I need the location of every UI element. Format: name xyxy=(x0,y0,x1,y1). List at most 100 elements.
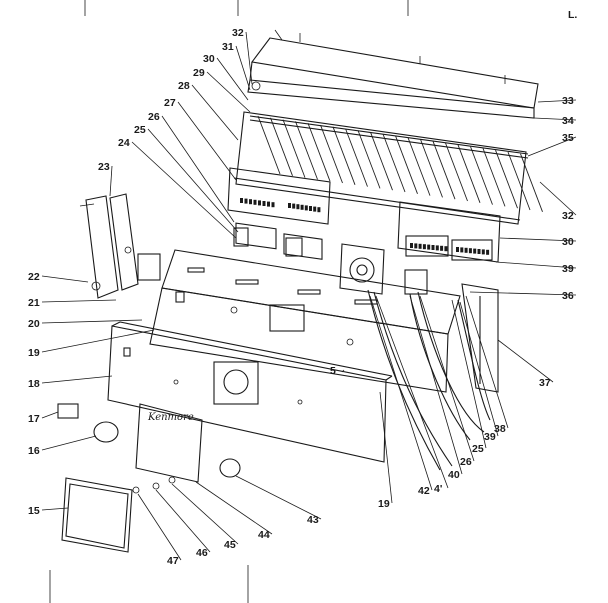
connector-pin xyxy=(292,203,296,209)
leader-line-c34 xyxy=(533,117,577,121)
control-panel xyxy=(107,321,393,463)
leader-line-c22 xyxy=(41,275,89,283)
callout-c19a: 19 xyxy=(28,347,40,359)
leader-line-c5 xyxy=(341,369,345,373)
leader-line-c39a xyxy=(495,261,577,269)
callout-c30b: 30 xyxy=(562,236,574,248)
leader-line-c15 xyxy=(41,507,69,511)
connector-pin xyxy=(481,249,485,255)
hatch-line xyxy=(420,139,443,198)
leader-line-c20 xyxy=(41,319,143,324)
callout-c15: 15 xyxy=(28,505,40,517)
callout-c32a: 32 xyxy=(232,27,244,39)
hatch-line xyxy=(482,148,506,207)
callout-c38: 38 xyxy=(494,423,506,435)
connector-pin xyxy=(456,247,459,252)
connector-pin xyxy=(258,200,261,206)
connector-pin xyxy=(288,203,291,208)
connector-pin xyxy=(427,244,431,250)
callout-labels: 3231302928272625242333343532303936372221… xyxy=(28,9,577,567)
leader-line-c27 xyxy=(177,101,237,181)
callout-c27: 27 xyxy=(164,97,176,109)
leader-line-c36 xyxy=(469,291,577,296)
leader-line-c39b xyxy=(459,301,499,437)
leader-line-c18 xyxy=(41,375,113,384)
hatch-line xyxy=(445,142,468,202)
callout-c31: 31 xyxy=(222,41,234,53)
leader-line-c21 xyxy=(41,299,117,303)
callout-c26b: 26 xyxy=(460,456,472,468)
leader-line-c37 xyxy=(497,339,554,383)
callout-c21: 21 xyxy=(28,297,40,309)
hatch-line xyxy=(307,123,331,182)
leader-line-c16 xyxy=(41,435,97,451)
callout-c19b: 19 xyxy=(378,498,390,510)
leader-line-c26b xyxy=(419,295,475,462)
connector-pin xyxy=(296,204,300,210)
callout-c39a: 39 xyxy=(562,263,574,275)
connector-pin xyxy=(473,248,477,254)
connector-pin xyxy=(418,243,422,249)
hatch-line xyxy=(332,126,356,185)
callout-c37: 37 xyxy=(539,377,551,389)
brand-script-text: Kenmore xyxy=(147,412,194,423)
leader-line-c42 xyxy=(369,295,433,491)
callout-c33: 33 xyxy=(562,95,574,107)
callout-c35: 35 xyxy=(562,132,574,144)
leader-line-c32a xyxy=(245,31,253,85)
connector-pin xyxy=(460,247,464,253)
leader-line-c43 xyxy=(235,475,322,520)
leader-line-c35 xyxy=(527,136,577,157)
hatch-line xyxy=(345,128,368,187)
callout-c23: 23 xyxy=(98,161,110,173)
leader-line-c26a xyxy=(161,115,235,223)
callout-c40: 40 xyxy=(448,469,460,481)
relay-blocks xyxy=(137,227,428,295)
callout-c34: 34 xyxy=(562,115,574,127)
hatch-line xyxy=(257,115,281,175)
hatch-line xyxy=(432,141,456,200)
connector-pin xyxy=(304,205,308,211)
callout-c26a: 26 xyxy=(148,111,160,123)
leader-line-c33 xyxy=(537,99,577,103)
frame-marks xyxy=(49,0,409,603)
left-display-module xyxy=(227,167,331,260)
leader-line-c19b xyxy=(379,391,393,504)
hatch-line xyxy=(382,133,406,193)
callout-c22: 22 xyxy=(28,271,40,283)
hatch-line xyxy=(407,137,431,196)
leader-line-c38 xyxy=(465,295,509,429)
callout-c45: 45 xyxy=(224,539,236,551)
connector-pin xyxy=(464,247,468,253)
callout-c25b: 25 xyxy=(472,443,484,455)
leader-line-c29 xyxy=(206,71,251,113)
connector-pin xyxy=(435,245,439,251)
small-parts xyxy=(57,403,241,494)
hatch-line xyxy=(470,146,493,205)
leader-line-c4 xyxy=(375,295,449,489)
callout-c36: 36 xyxy=(562,290,574,302)
connector-pin xyxy=(249,199,252,205)
leader-line-c31 xyxy=(235,45,251,91)
leader-line-c25b xyxy=(451,299,487,449)
glass-panel xyxy=(233,111,543,225)
leader-line-c46 xyxy=(155,489,211,553)
connector-pin xyxy=(477,249,481,254)
callout-c4: 4' xyxy=(434,483,442,495)
leader-line-c23 xyxy=(109,165,113,197)
callout-c5: 5 xyxy=(330,365,336,377)
connector-pin xyxy=(267,201,270,207)
leader-line-c25a xyxy=(147,128,239,233)
connector-pin xyxy=(414,243,418,249)
callout-c18: 18 xyxy=(28,378,40,390)
hatch-line xyxy=(457,144,481,203)
callout-c43: 43 xyxy=(307,514,319,526)
callout-c44: 44 xyxy=(258,529,270,541)
callout-c17: 17 xyxy=(28,413,40,425)
callout-c20: 20 xyxy=(28,318,40,330)
hatch-line xyxy=(495,150,518,209)
hatch-line xyxy=(282,119,306,178)
leader-line-c30b xyxy=(499,237,577,242)
connector-pin xyxy=(468,248,472,254)
